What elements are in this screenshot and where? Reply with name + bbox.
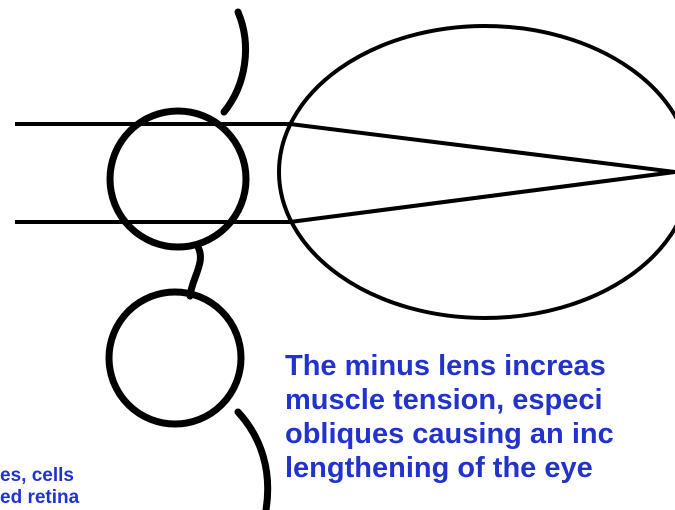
- main-caption: The minus lens increas muscle tension, e…: [285, 349, 614, 485]
- eyeball-outline: [279, 26, 675, 318]
- upper-connector-curve: [224, 12, 246, 112]
- lower-connector-curve: [238, 412, 268, 510]
- main-caption-line-1: The minus lens increas: [285, 349, 614, 383]
- upper-lens-circle: [110, 111, 246, 247]
- converging-ray-top: [290, 124, 675, 172]
- main-caption-line-4: lengthening of the eye: [285, 451, 614, 485]
- middle-connector-curve: [190, 247, 200, 296]
- converging-ray-bottom: [290, 172, 675, 222]
- main-caption-line-3: obliques causing an inc: [285, 417, 614, 451]
- left-caption: es, cells ed retina: [0, 465, 79, 509]
- lower-lens-circle: [109, 292, 241, 424]
- left-caption-line-2: ed retina: [0, 487, 79, 509]
- left-caption-line-1: es, cells: [0, 465, 79, 487]
- main-caption-line-2: muscle tension, especi: [285, 383, 614, 417]
